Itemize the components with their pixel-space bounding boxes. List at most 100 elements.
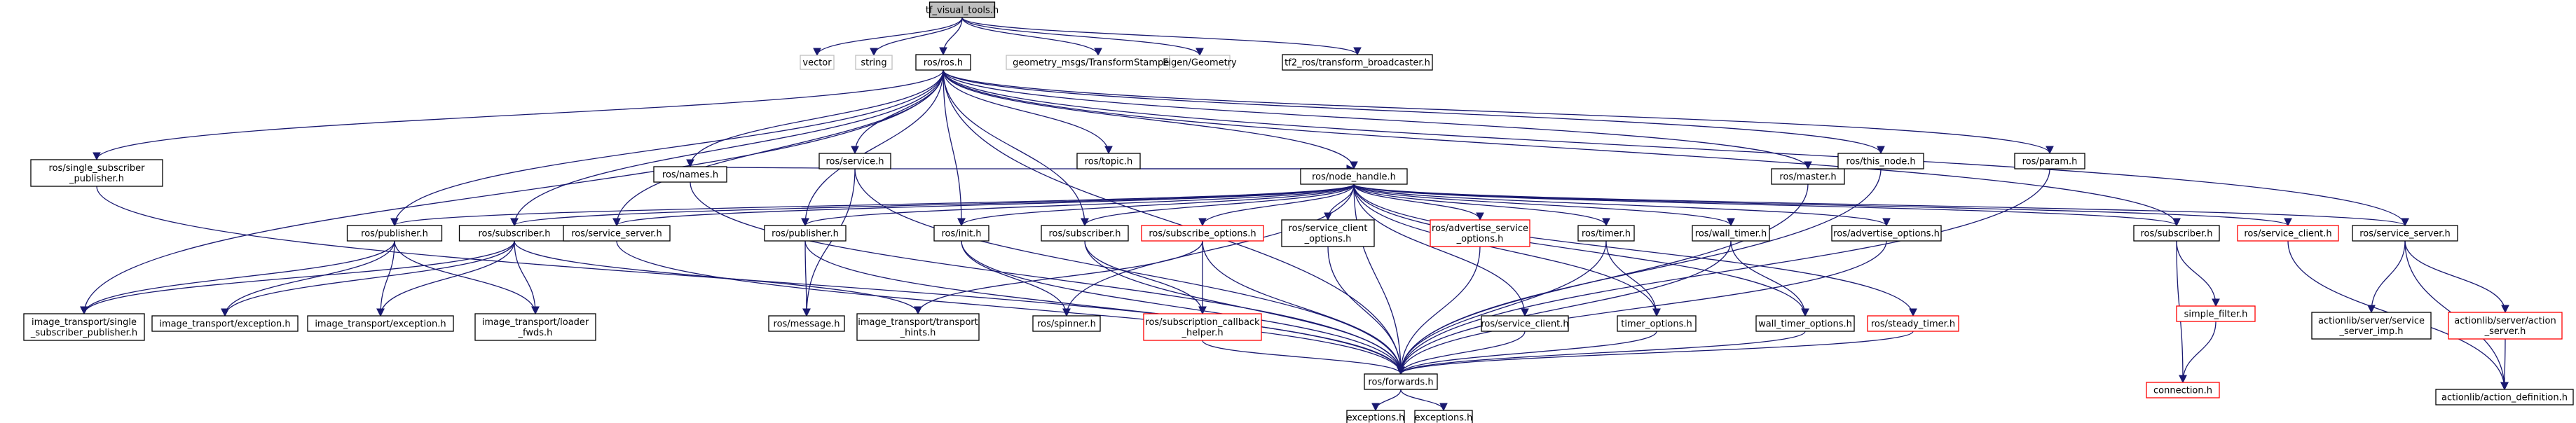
node-al-def[interactable]: actionlib/action_definition.h <box>2435 389 2574 405</box>
node-walltimer[interactable]: ros/wall_timer.h <box>1692 225 1770 242</box>
node-box <box>768 315 845 332</box>
node-box <box>915 54 971 71</box>
node-exc2[interactable]: exceptions.h <box>1414 410 1473 423</box>
node-label: ros/subscriber.h <box>478 229 550 240</box>
node-box <box>1867 315 1959 332</box>
edge-pub1-to-it_exc1 <box>221 240 395 317</box>
node-advsrvopt[interactable]: ros/advertise_service_options.h <box>1430 219 1530 247</box>
edge-pub1-to-it_ssp <box>80 240 395 315</box>
node-names[interactable]: ros/names.h <box>653 166 727 183</box>
node-root[interactable]: tf_visual_tools.h <box>926 1 999 18</box>
node-srvsrv2[interactable]: ros/service_server.h <box>2352 225 2458 242</box>
node-label: ros/wall_timer.h <box>1695 229 1767 240</box>
edge-advsrvopt-to-forwards <box>1397 246 1481 375</box>
node-box <box>2176 305 2256 322</box>
node-box <box>2311 312 2432 340</box>
node-subcb[interactable]: ros/subscription_callback_helper.h <box>1143 313 1262 341</box>
node-sub2[interactable]: ros/subscriber.h <box>1041 225 1129 242</box>
node-label: simple_filter.h <box>2184 310 2248 320</box>
node-message[interactable]: ros/message.h <box>768 315 845 332</box>
node-it-hints[interactable]: image_transport/transport_hints.h <box>856 313 980 341</box>
node-box <box>1617 315 1697 332</box>
node-al-ssimp[interactable]: actionlib/server/service_server_imp.h <box>2311 312 2432 340</box>
node-box <box>764 225 847 242</box>
node-box <box>307 315 454 332</box>
node-pub2[interactable]: ros/publisher.h <box>764 225 847 242</box>
node-label: actionlib/server/action <box>2454 316 2556 326</box>
node-node-handle[interactable]: ros/node_handle.h <box>1300 168 1408 185</box>
node-al-as[interactable]: actionlib/server/action_server.h <box>2448 312 2563 340</box>
edge-ros_h-to-sub3 <box>943 69 2181 227</box>
edge-advopt-to-forwards <box>1397 240 1887 375</box>
node-label: ros/service.h <box>825 157 884 167</box>
node-it-loader[interactable]: image_transport/loader_fwds.h <box>474 313 596 341</box>
node-srvcli2[interactable]: ros/service_client.h <box>1481 315 1569 332</box>
edge-node_handle-to-timeropt <box>1353 183 1661 317</box>
node-box <box>30 159 163 187</box>
node-timer[interactable]: ros/timer.h <box>1577 225 1635 242</box>
node-connection[interactable]: connection.h <box>2146 382 2220 398</box>
node-this-node[interactable]: ros/this_node.h <box>1837 153 1924 169</box>
node-sub1[interactable]: ros/subscriber.h <box>458 225 570 242</box>
edge-ros_h-to-this_node <box>943 69 1885 155</box>
edge-ros_h-to-param <box>943 69 2054 155</box>
node-box <box>563 225 671 242</box>
edge-srvsrv2-to-al_as <box>2404 240 2509 314</box>
edge-ros_h-to-pub1 <box>390 69 944 227</box>
node-master[interactable]: ros/master.h <box>1771 168 1845 185</box>
node-pub1[interactable]: ros/publisher.h <box>346 225 443 242</box>
edge-node_handle-to-sub2 <box>1081 183 1355 227</box>
edge-ros_h-to-srvsrv2 <box>943 69 2409 227</box>
node-spinner[interactable]: ros/spinner.h <box>1032 315 1101 332</box>
node-eigen[interactable]: Eigen/Geometry <box>1163 55 1237 70</box>
node-advopt[interactable]: ros/advertise_options.h <box>1831 225 1942 242</box>
edge-ros_h-to-forwards <box>943 69 1405 375</box>
edge-node_handle-to-init <box>957 183 1355 227</box>
node-simplefilter[interactable]: simple_filter.h <box>2176 305 2256 322</box>
node-it-ssp[interactable]: image_transport/single_subscriber_publis… <box>23 313 145 341</box>
node-label: ros/forwards.h <box>1368 377 1433 388</box>
node-tf2[interactable]: tf2_ros/transform_broadcaster.h <box>1282 54 1433 71</box>
node-scopt[interactable]: ros/service_client_options.h <box>1281 219 1375 247</box>
node-label: ros/this_node.h <box>1846 157 1915 167</box>
edge-sub1-to-it_ssp <box>80 240 515 315</box>
node-topic[interactable]: ros/topic.h <box>1076 153 1141 169</box>
node-ros-h[interactable]: ros/ros.h <box>915 54 971 71</box>
edge-ros_h-to-it_ssp <box>80 69 944 315</box>
node-forwards[interactable]: ros/forwards.h <box>1364 373 1438 390</box>
edge-node_handle-to-advsrvopt <box>1353 183 1484 221</box>
node-label: ros/advertise_service <box>1432 223 1528 234</box>
node-label: image_transport/exception.h <box>315 319 446 330</box>
node-walltimeropt[interactable]: wall_timer_options.h <box>1755 315 1855 332</box>
edge-forwards-to-exc1 <box>1371 389 1402 412</box>
node-ssp[interactable]: ros/single_subscriber_publisher.h <box>30 159 163 187</box>
node-sub3[interactable]: ros/subscriber.h <box>2133 225 2220 242</box>
node-srvsrv1[interactable]: ros/service_server.h <box>563 225 671 242</box>
node-init[interactable]: ros/init.h <box>933 225 989 242</box>
node-geom[interactable]: geometry_msgs/TransformStamped.h <box>1006 55 1191 70</box>
node-service[interactable]: ros/service.h <box>818 153 891 169</box>
node-steady[interactable]: ros/steady_timer.h <box>1867 315 1959 332</box>
node-timeropt[interactable]: timer_options.h <box>1617 315 1697 332</box>
edge-srvcli2-to-forwards <box>1397 331 1526 375</box>
edge-walltimer-to-forwards <box>1397 240 1732 375</box>
edge-ros_h-to-service <box>851 69 944 155</box>
node-subopt[interactable]: ros/subscribe_options.h <box>1141 225 1264 242</box>
node-label: _helper.h <box>1181 328 1223 338</box>
node-srvcli1[interactable]: ros/service_client.h <box>2237 225 2339 242</box>
node-label: _options.h <box>1456 234 1504 244</box>
node-exc1[interactable]: exceptions.h <box>1346 410 1405 423</box>
node-label: tf_visual_tools.h <box>926 6 999 16</box>
node-box <box>1481 315 1569 332</box>
node-vector[interactable]: vector <box>800 55 835 70</box>
node-label: ros/publisher.h <box>772 229 839 240</box>
edge-root-to-vector <box>813 17 963 57</box>
node-string[interactable]: string <box>855 55 893 70</box>
edge-sub2-to-forwards <box>1084 240 1405 375</box>
edge-ros_h-to-sub2 <box>943 69 1089 227</box>
node-it-exc1[interactable]: image_transport/exception.h <box>151 315 299 332</box>
node-param[interactable]: ros/param.h <box>2014 153 2085 169</box>
edge-node_handle-to-advopt <box>1353 183 1891 227</box>
node-it-exc2[interactable]: image_transport/exception.h <box>307 315 454 332</box>
